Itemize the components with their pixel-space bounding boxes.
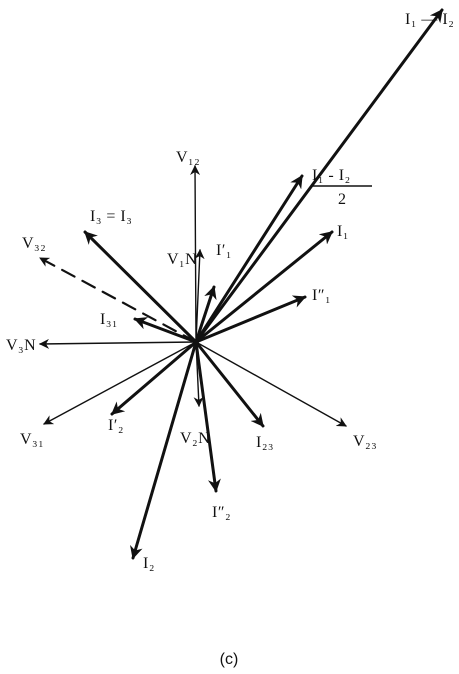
vector-i2pp-label: I″₂	[212, 504, 231, 521]
vector-i31-arrow	[133, 317, 198, 344]
vector-i1-i2-half-label-top: I₁ - I₂	[312, 167, 351, 184]
vector-v23-label: V₂₃	[353, 433, 377, 450]
vector-i2-label: I₂	[143, 555, 155, 572]
vector-v2n-label: V₂N	[180, 430, 210, 447]
vector-i1p-arrow	[194, 285, 217, 344]
vector-i23-arrow	[194, 340, 265, 428]
vector-v32-label: V₃₂	[22, 235, 46, 252]
vector-v23-arrow	[195, 341, 347, 427]
vector-v3n-label: V₃N	[6, 337, 36, 354]
vector-i2-arrow	[130, 340, 198, 560]
vector-i1pp-arrow	[194, 295, 307, 344]
vector-i1-arrow	[194, 230, 334, 344]
vector-i31-label: I₃₁	[100, 311, 118, 328]
vector-v31-label: V₃₁	[20, 431, 44, 448]
vector-i1-i2-half-arrow	[194, 174, 304, 344]
vector-i1-i2-half-label-bottom: 2	[338, 191, 347, 208]
vector-v32-arrow	[38, 256, 198, 344]
origin-point	[193, 339, 199, 345]
vector-v31-arrow	[43, 341, 197, 425]
vector-v1n-label: V₁N	[167, 251, 197, 268]
vector-i1-i2-arrow	[194, 8, 444, 344]
vector-i1-i2-label: I₁ — I₂	[405, 11, 454, 28]
vector-v3n-arrow	[39, 338, 197, 349]
figure-caption: (c)	[220, 651, 239, 668]
vector-i3-label: I₃ = I₃	[90, 208, 132, 225]
vector-i1p-label: I′₁	[216, 242, 232, 259]
vector-i2pp-arrow	[194, 340, 221, 493]
vector-i3-arrow	[83, 230, 198, 344]
vector-v12-label: V₁₂	[176, 149, 200, 166]
vector-v1n-arrow	[194, 249, 205, 343]
vector-i1-label: I₁	[337, 223, 349, 240]
vector-i2p-label: I′₂	[108, 417, 124, 434]
vector-i2p-arrow	[110, 340, 198, 416]
vector-i23-label: I₂₃	[256, 434, 274, 451]
vector-i1pp-label: I″₁	[312, 287, 331, 304]
